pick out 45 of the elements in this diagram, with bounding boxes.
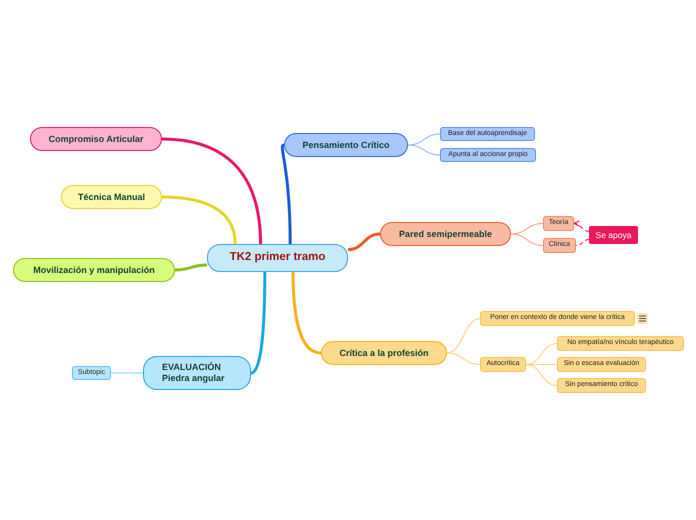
subtopic-box bbox=[440, 127, 535, 141]
arrow bbox=[573, 220, 590, 232]
connector bbox=[526, 364, 558, 365]
topic-text: Pensamiento Crítico bbox=[302, 140, 390, 150]
connector bbox=[174, 264, 208, 272]
topic-text: Técnica Manual bbox=[78, 192, 146, 202]
topic-text: TK2 primer tramo bbox=[230, 251, 326, 265]
subtopic-box bbox=[543, 238, 576, 253]
connector bbox=[526, 364, 558, 386]
subtopic-box bbox=[72, 366, 111, 380]
subtopic-box bbox=[480, 357, 526, 372]
connector bbox=[510, 234, 544, 246]
topic-box bbox=[143, 356, 251, 390]
connector bbox=[348, 232, 380, 252]
connector bbox=[446, 318, 480, 354]
topic-text: Compromiso Articular bbox=[48, 134, 144, 144]
connector bbox=[250, 272, 266, 374]
relation-label bbox=[589, 226, 638, 244]
subtopic-box bbox=[557, 378, 646, 393]
connector bbox=[526, 343, 558, 365]
connector bbox=[162, 138, 262, 244]
connector bbox=[110, 372, 144, 374]
topic-box bbox=[380, 222, 511, 246]
subtopic-box bbox=[543, 216, 574, 231]
topic-box bbox=[321, 341, 447, 365]
connector bbox=[280, 144, 292, 244]
topic-text: Movilización y manipulación bbox=[33, 264, 155, 276]
topic-text: Se apoya bbox=[596, 230, 632, 240]
topic-box bbox=[284, 133, 408, 157]
subtopic-box bbox=[557, 336, 684, 351]
topic-text: Crítica a la profesión bbox=[339, 348, 429, 358]
subtopic-box bbox=[440, 148, 536, 162]
topic-text: EVALUACIÓN Piedra angular bbox=[162, 362, 226, 384]
subtopic-box bbox=[480, 311, 635, 326]
connector bbox=[576, 239, 590, 246]
connector bbox=[408, 144, 440, 156]
connector bbox=[162, 196, 237, 244]
central-topic-box bbox=[207, 244, 348, 272]
topic-text: Pared semipermeable bbox=[398, 228, 492, 240]
topic-box bbox=[30, 127, 162, 151]
topic-box bbox=[13, 258, 175, 282]
subtopic-box bbox=[557, 357, 646, 372]
connector bbox=[446, 352, 480, 365]
topic-box bbox=[61, 185, 162, 209]
connector bbox=[292, 272, 322, 354]
